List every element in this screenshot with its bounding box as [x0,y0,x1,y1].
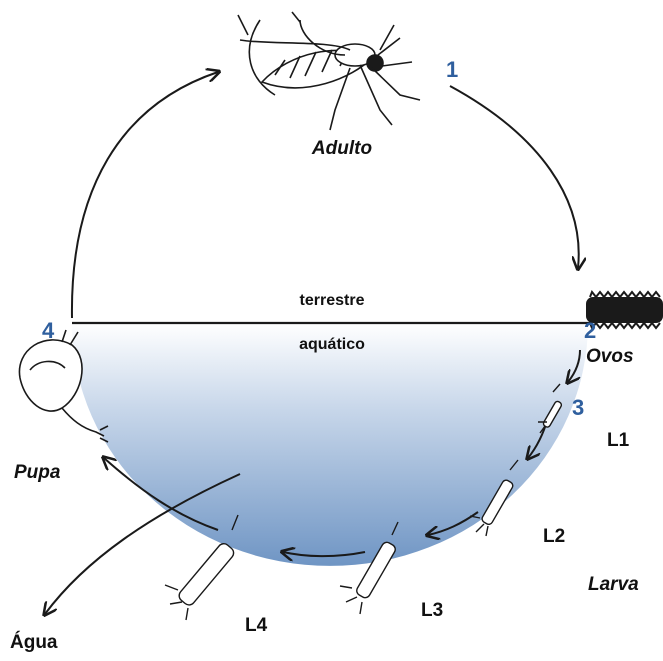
stage-label-adulto: Adulto [311,138,372,159]
zone-label-terrestre: terrestre [300,292,365,309]
arrow-adult-to-eggs [450,86,579,268]
aquatic-zone [72,323,588,566]
step-number-1: 1 [446,57,458,82]
step-number-2: 2 [584,318,596,343]
instar-label-l3: L3 [421,600,443,621]
arrow-pupa-to-adult [72,72,218,318]
stage-label-pupa: Pupa [14,462,61,483]
step-number-4: 4 [42,318,55,343]
eggs-illustration [586,292,663,328]
stage-label-larva: Larva [588,574,639,595]
instar-label-l4: L4 [245,615,268,636]
stage-label-ovos: Ovos [586,346,634,367]
step-number-3: 3 [572,395,584,420]
instar-label-l1: L1 [607,430,630,451]
label-agua: Água [10,631,58,653]
zone-label-aquatico: aquático [299,336,365,353]
adult-mosquito-illustration [238,12,420,130]
instar-label-l2: L2 [543,526,565,547]
